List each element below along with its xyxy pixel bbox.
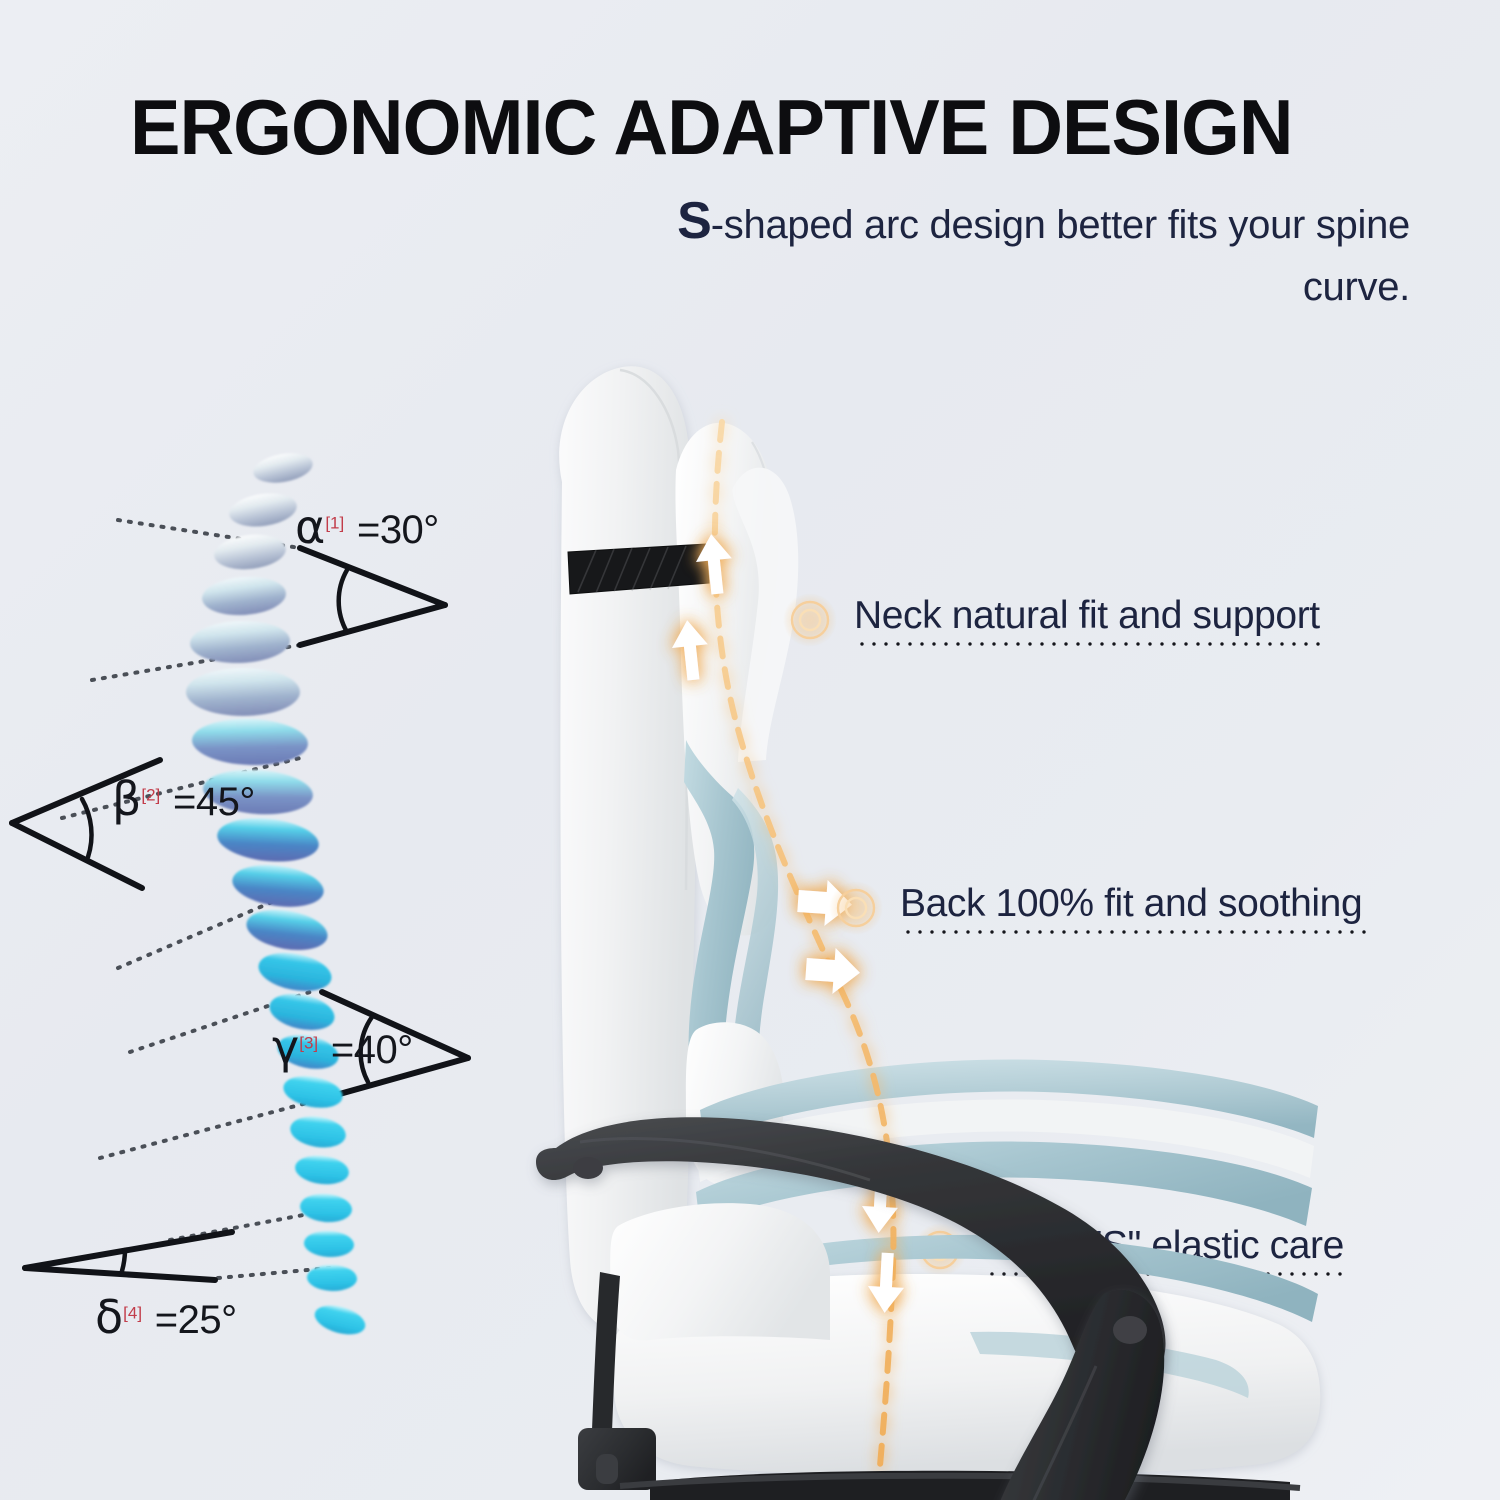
target-ring-icon <box>782 592 838 648</box>
seat-blue-rim <box>680 1234 1318 1322</box>
angle-sup-delta: [4] <box>123 1303 143 1323</box>
callout-back: Back 100% fit and soothing <box>828 880 1369 936</box>
vertebra <box>203 769 313 815</box>
vertebra <box>290 1116 346 1148</box>
vertebra <box>229 493 297 527</box>
armrest-post <box>1000 1289 1165 1500</box>
callout-neck-label: Neck natural fit and support <box>854 594 1326 646</box>
angle-label-delta: δ[4] =25° <box>95 1290 237 1344</box>
spine-diagram-svg <box>9 453 471 1335</box>
vertebra <box>186 668 300 716</box>
subtitle-s-letter: S <box>677 192 712 250</box>
spine-diagram: α[1] =30° β[2] =45° γ[3] =40° δ[4] =25° <box>0 420 520 1360</box>
target-ring-icon <box>828 880 884 936</box>
vertebra <box>295 1155 349 1185</box>
callout-neck: Neck natural fit and support <box>782 592 1326 648</box>
angle-glyph-beta: β <box>112 772 142 826</box>
angle-label-alpha: α[1] =30° <box>295 500 439 554</box>
angle-wedge-beta <box>9 757 163 891</box>
vertebra <box>258 952 332 992</box>
vertebra <box>214 534 286 570</box>
vertebra <box>300 1193 352 1223</box>
vertebra <box>283 1076 343 1108</box>
vertebrae-stack <box>186 453 366 1335</box>
angle-value-gamma: =40° <box>330 1028 413 1072</box>
vertebra <box>217 818 319 862</box>
armrest-pad <box>536 1117 1166 1389</box>
page-title: ERGONOMIC ADAPTIVE DESIGN <box>130 83 1294 171</box>
angle-value-beta: =45° <box>172 780 255 824</box>
callout-back-label: Back 100% fit and soothing <box>900 882 1369 934</box>
page-subtitle: S-shaped arc design better fits your spi… <box>590 185 1410 316</box>
angle-sup-beta: [2] <box>141 785 161 805</box>
vertebra <box>192 718 308 766</box>
headrest-strap <box>567 543 710 595</box>
vertebra <box>269 994 335 1030</box>
angle-sup-alpha: [1] <box>325 513 345 533</box>
angle-value-alpha: =30° <box>356 508 439 552</box>
vertebra <box>202 576 286 616</box>
vertebra <box>304 1230 354 1258</box>
vertebra <box>190 620 290 664</box>
angle-glyph-delta: δ <box>95 1290 124 1344</box>
angle-glyph-alpha: α <box>295 500 326 554</box>
angle-sup-gamma: [3] <box>299 1033 319 1053</box>
vertebra <box>232 865 324 907</box>
seat-back-wrap <box>609 1203 830 1341</box>
chair-armrest <box>536 1117 1166 1500</box>
angle-glyph-gamma: γ <box>272 1020 300 1074</box>
angle-label-gamma: γ[3] =40° <box>272 1020 413 1074</box>
vertebra <box>307 1264 357 1292</box>
vertebra <box>253 453 313 483</box>
angle-wedge-alpha <box>297 545 448 648</box>
chair-headrest-wing-secondary <box>732 467 799 762</box>
vertebra <box>246 909 328 951</box>
angle-wedge-delta <box>22 1229 235 1283</box>
angle-label-beta: β[2] =45° <box>112 772 255 826</box>
angle-wedge-gamma <box>315 989 471 1103</box>
vertebra <box>314 1305 366 1335</box>
backrest-blue-accent <box>684 740 779 1102</box>
vertebra <box>277 1035 339 1069</box>
posture-flow-curve <box>711 419 897 1493</box>
subtitle-text: -shaped arc design better fits your spin… <box>710 203 1411 309</box>
angle-value-delta: =25° <box>154 1298 237 1342</box>
